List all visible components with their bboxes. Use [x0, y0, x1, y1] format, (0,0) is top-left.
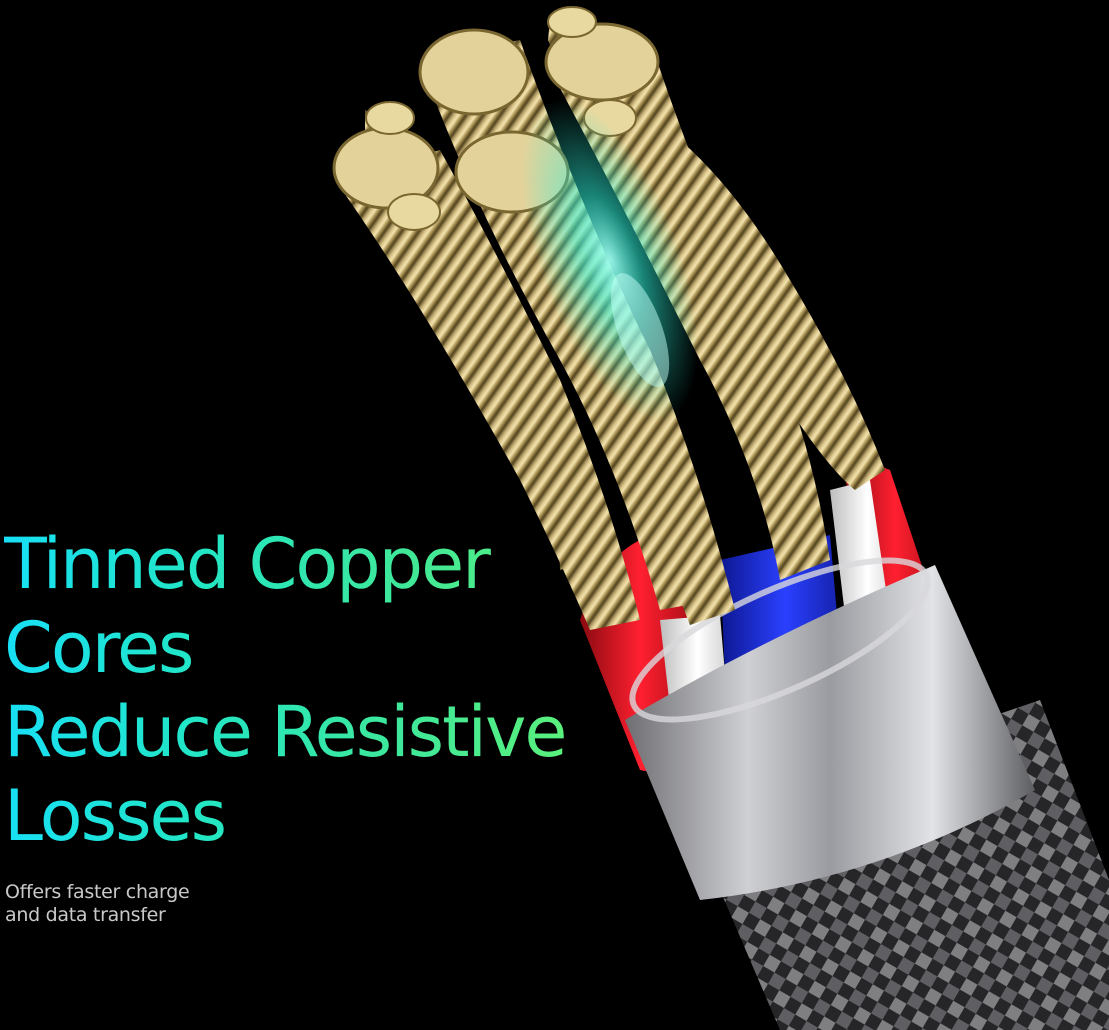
headline-line-1: Tinned Copper — [4, 522, 566, 606]
headline-line-4: Losses — [4, 774, 566, 858]
feature-description-line-2: and data transfer — [5, 904, 166, 926]
headline-line-3: Reduce Resistive — [4, 691, 567, 773]
feature-description-line-1: Offers faster charge — [5, 881, 190, 903]
feature-description: Offers faster charge and data transfer — [5, 881, 190, 927]
headline: Tinned Copper Cores Reduce Resistive Los… — [4, 522, 567, 858]
headline-line-2: Cores — [4, 606, 566, 690]
